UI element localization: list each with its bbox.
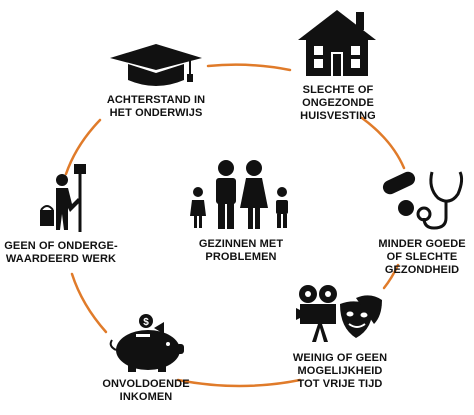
node-label-line: MOGELIJKHEID bbox=[297, 365, 383, 377]
ring-segment-lower-left bbox=[70, 272, 108, 334]
center-label-line: PROBLEMEN bbox=[205, 251, 277, 263]
node-label-line: SLECHTE OF bbox=[302, 84, 374, 96]
node-label-line: GEZONDHEID bbox=[384, 264, 460, 276]
node-label-work: GEEN OF ONDERGE- WAARDEERD WERK bbox=[4, 240, 118, 266]
film-camera-theater-masks-icon bbox=[296, 285, 382, 342]
svg-text:$: $ bbox=[143, 317, 149, 328]
node-label-line: INKOMEN bbox=[119, 391, 173, 403]
stethoscope-pills-icon bbox=[382, 171, 464, 230]
piggy-bank-icon: $ bbox=[109, 314, 184, 372]
node-label-line: HET ONDERWIJS bbox=[109, 107, 203, 119]
house-icon bbox=[298, 10, 376, 76]
family-icon bbox=[190, 160, 288, 229]
node-label-line: ONVOLDOENDE bbox=[102, 378, 190, 390]
ring-segment-bottom bbox=[176, 378, 302, 388]
node-label-line: WAARDEERD WERK bbox=[5, 253, 117, 265]
node-label-line: WEINIG OF GEEN bbox=[292, 352, 388, 364]
ring-segment-top bbox=[206, 63, 292, 72]
center-label-line: GEZINNEN MET bbox=[198, 238, 284, 250]
node-label-line: OF SLECHTE bbox=[386, 251, 458, 263]
node-label-line: MINDER GOEDE bbox=[378, 238, 466, 250]
node-label-line: GEEN OF ONDERGE- bbox=[4, 240, 118, 252]
node-label-line: HUISVESTING bbox=[300, 110, 376, 122]
node-label-housing: SLECHTE OF ONGEZONDE HUISVESTING bbox=[284, 84, 392, 123]
node-label-education: ACHTERSTAND IN HET ONDERWIJS bbox=[98, 94, 214, 120]
ring-segment-upper-left bbox=[64, 118, 102, 176]
ring-segment-upper-right bbox=[360, 116, 406, 170]
ring-segment-lower-right bbox=[382, 263, 400, 290]
node-label-line: ACHTERSTAND IN bbox=[106, 94, 206, 106]
center-label: GEZINNEN MET PROBLEMEN bbox=[186, 238, 296, 264]
graduation-cap-icon bbox=[110, 44, 202, 86]
node-label-line: TOT VRIJE TIJD bbox=[297, 378, 383, 390]
node-label-line: ONGEZONDE bbox=[302, 97, 374, 109]
node-label-income: ONVOLDOENDE INKOMEN bbox=[96, 378, 196, 404]
painter-worker-icon bbox=[40, 164, 86, 232]
node-label-health: MINDER GOEDE OF SLECHTE GEZONDHEID bbox=[372, 238, 472, 277]
node-label-leisure: WEINIG OF GEEN MOGELIJKHEID TOT VRIJE TI… bbox=[284, 352, 396, 391]
